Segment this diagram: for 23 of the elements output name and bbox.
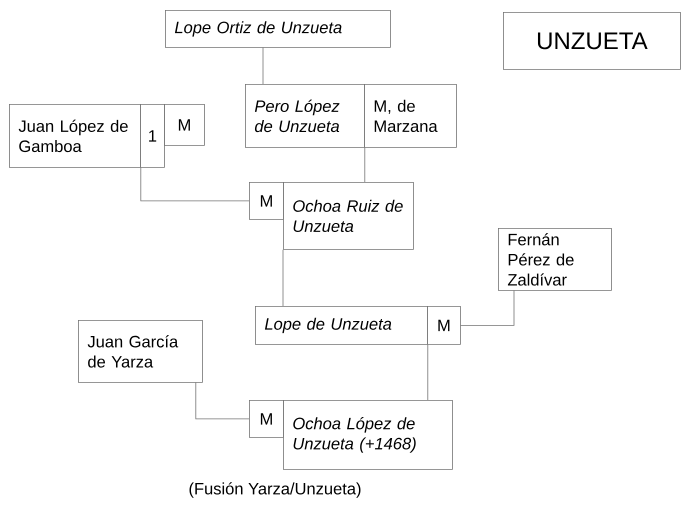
name-box: M, de Marzana xyxy=(364,84,457,148)
connector-line xyxy=(140,167,250,202)
name-box: Juan López de Gamboa xyxy=(9,104,141,168)
name-box: Lope Ortiz de Unzueta xyxy=(165,10,391,48)
name-box: Juan García de Yarza xyxy=(78,320,203,383)
name-box: Ochoa López de Unzueta (+1468) xyxy=(283,400,453,470)
connector-line xyxy=(427,344,428,400)
mark-box: 1 xyxy=(140,104,165,168)
connector-line xyxy=(364,147,366,182)
name-box: Lope de Unzueta xyxy=(255,306,428,345)
name-box: Fernán Pérez de Zaldívar xyxy=(498,228,612,291)
title-box: UNZUETA xyxy=(503,12,681,70)
mark-box: M xyxy=(249,400,284,438)
caption: (Fusión Yarza/Unzueta) xyxy=(190,482,360,498)
connector-line xyxy=(460,290,514,326)
connector-line xyxy=(282,249,284,306)
mark-box: M xyxy=(249,182,284,220)
name-box: Pero López de Unzueta xyxy=(245,84,365,148)
name-box: Ochoa Ruiz de Unzueta xyxy=(283,182,414,250)
mark-box: M xyxy=(427,306,461,345)
connector-line xyxy=(262,47,264,84)
connector-line xyxy=(195,382,250,420)
mark-box: M xyxy=(164,104,205,146)
